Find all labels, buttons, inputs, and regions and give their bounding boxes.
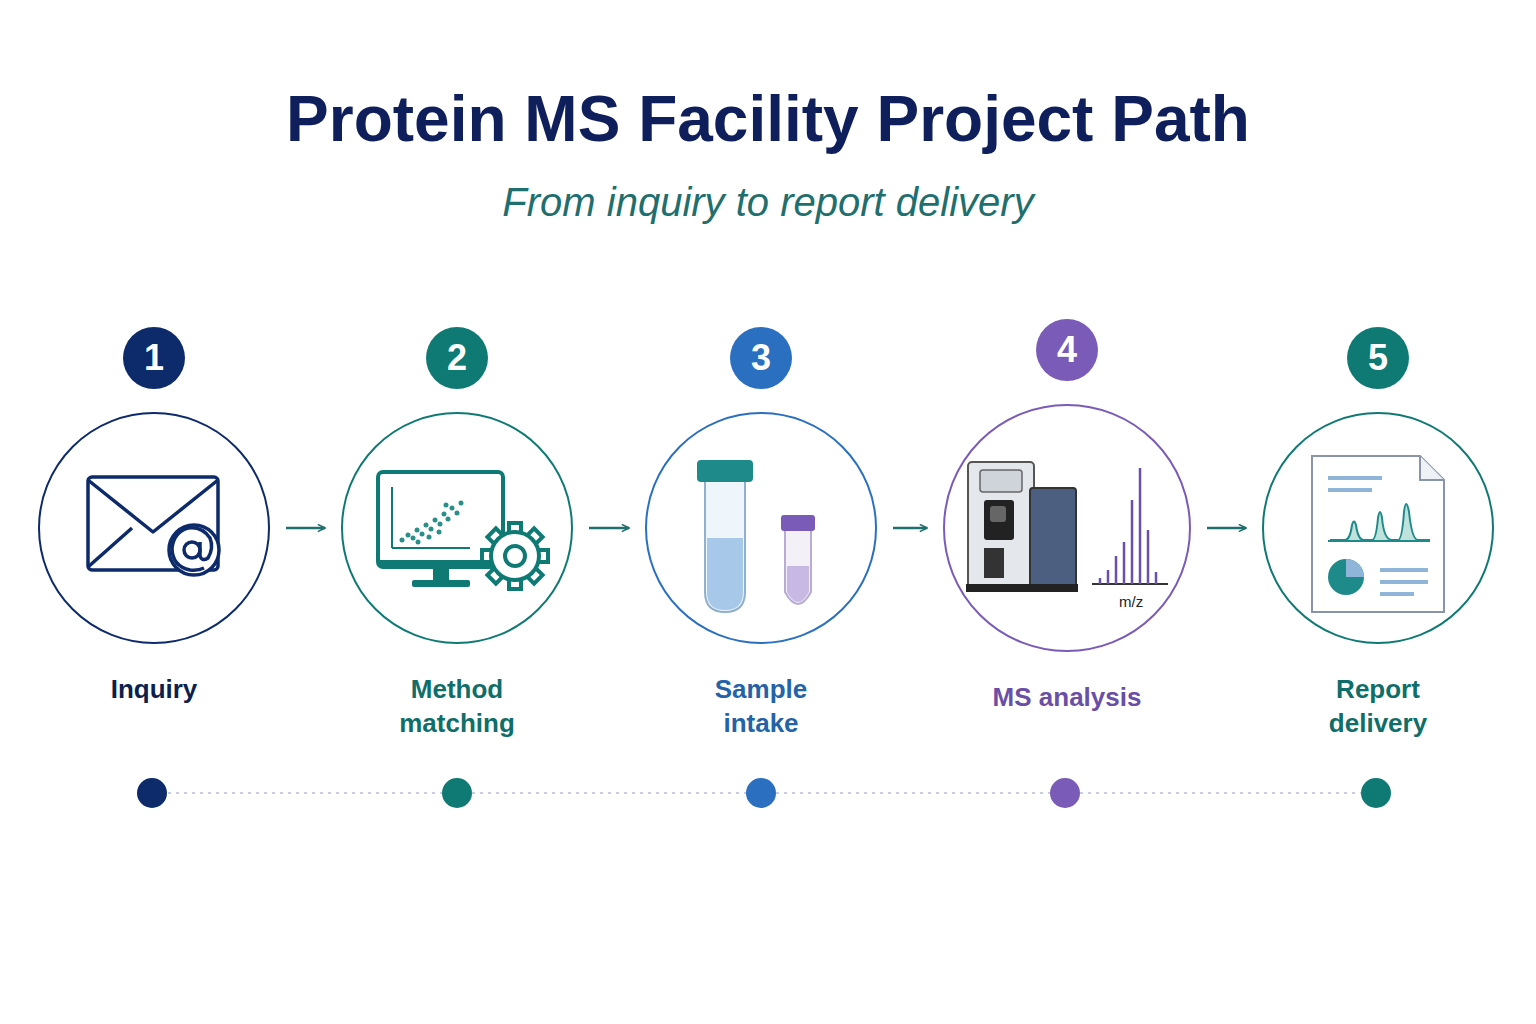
step-label: MS analysis	[987, 680, 1147, 714]
report-icon	[1312, 456, 1444, 612]
flow-arrow	[893, 527, 927, 530]
step-circle: 2Method matching	[341, 412, 573, 644]
step-number: 3	[730, 327, 792, 389]
timeline-dot	[137, 778, 167, 808]
gear-hole	[505, 546, 525, 566]
step-number: 5	[1347, 327, 1409, 389]
timeline-dot	[746, 778, 776, 808]
envelope-icon	[88, 477, 219, 575]
timeline-dot	[1361, 778, 1391, 808]
mass-spectrometer-icon	[966, 462, 1168, 592]
step-number: 4	[1036, 319, 1098, 381]
step-circle: 4MS analysis	[943, 404, 1191, 652]
axis-label: m/z	[1119, 593, 1143, 610]
step-label: Sample intake	[681, 672, 841, 740]
step-circle: 3Sample intake	[645, 412, 877, 644]
subtitle: From inquiry to report delivery	[0, 180, 1536, 225]
step-number: 1	[123, 327, 185, 389]
step-label: Inquiry	[74, 672, 234, 706]
title: Protein MS Facility Project Path	[0, 82, 1536, 156]
flow-arrow	[286, 527, 325, 530]
gear-body	[491, 532, 539, 580]
step-number: 2	[426, 327, 488, 389]
step-label: Report delivery	[1298, 672, 1458, 740]
step-label: Method matching	[377, 672, 537, 740]
step-circle: 5Report delivery	[1262, 412, 1494, 644]
tube-icon	[697, 460, 815, 612]
flow-arrow	[589, 527, 629, 530]
timeline-dot	[442, 778, 472, 808]
flow-arrow	[1207, 527, 1246, 530]
timeline-dot	[1050, 778, 1080, 808]
monitor-icon	[378, 472, 548, 589]
step-circle: 1Inquiry	[38, 412, 270, 644]
